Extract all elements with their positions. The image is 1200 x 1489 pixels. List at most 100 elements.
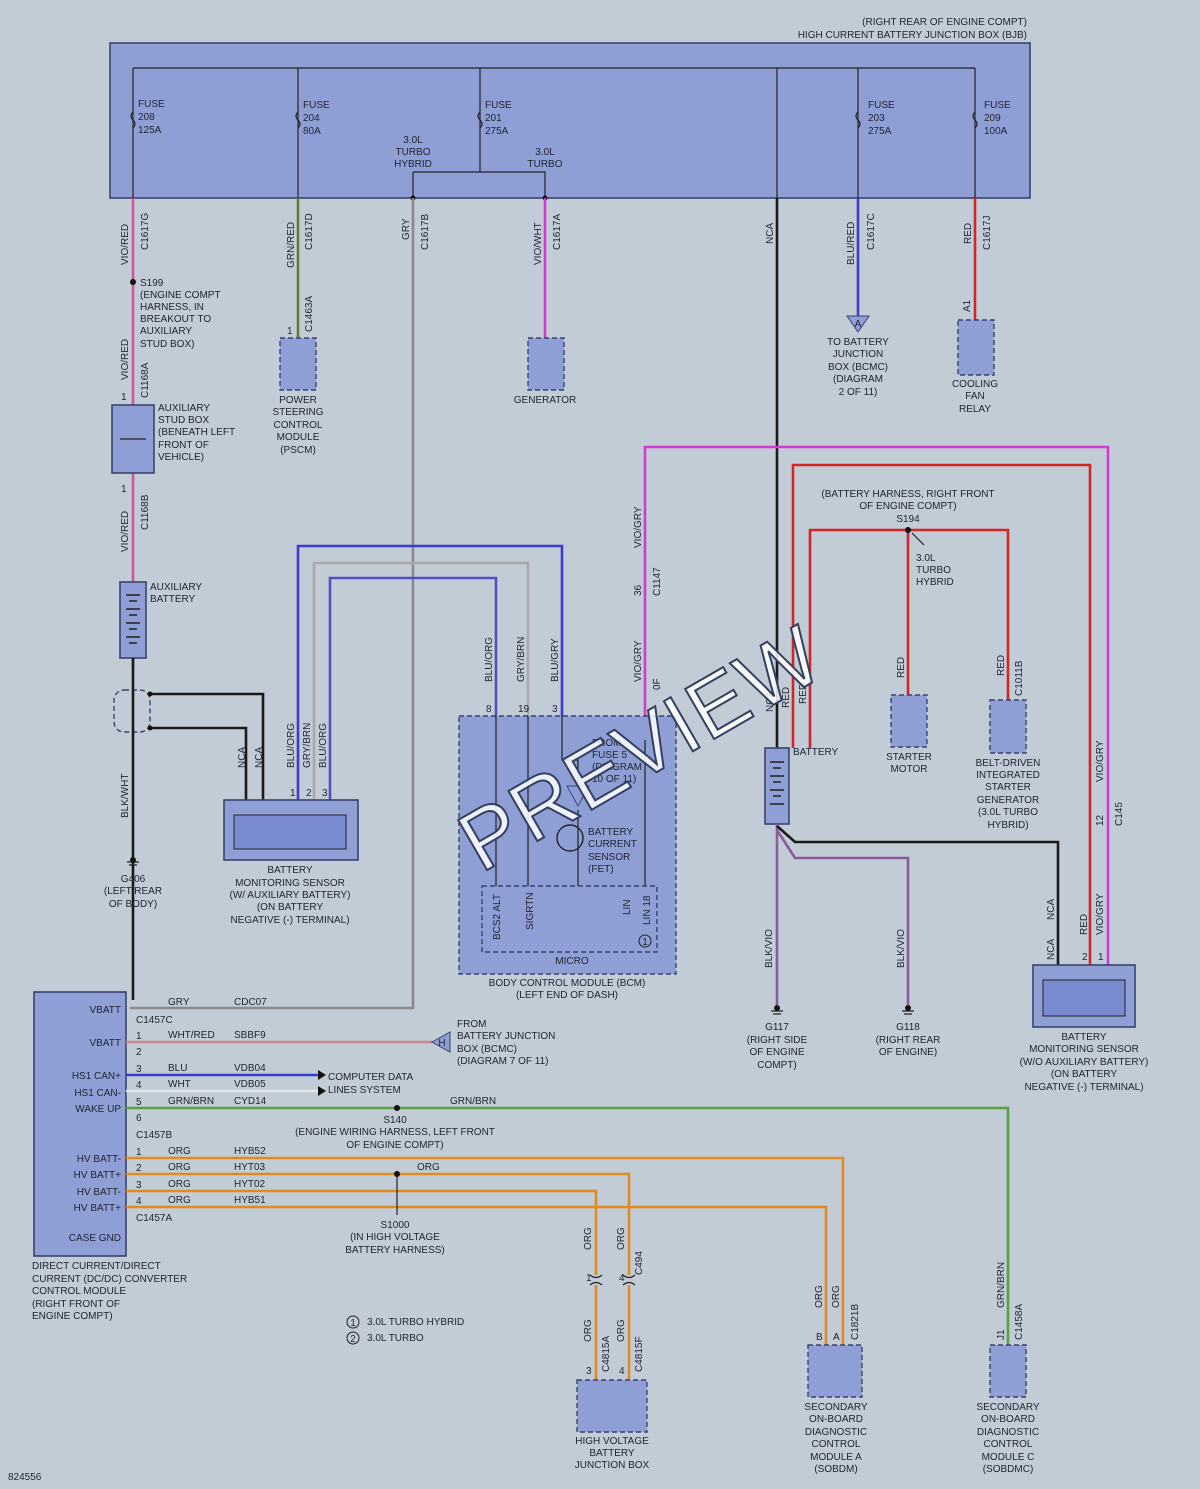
svg-text:ON-BOARD: ON-BOARD xyxy=(981,1414,1035,1425)
svg-text:BATTERY: BATTERY xyxy=(588,827,634,838)
svg-text:COOLING: COOLING xyxy=(952,379,998,390)
conn-c145: C145 xyxy=(1114,802,1125,826)
svg-text:FUSE: FUSE xyxy=(485,100,512,111)
splice-s1000 xyxy=(394,1171,400,1177)
svg-text:204: 204 xyxy=(303,113,320,124)
s194-switch xyxy=(911,532,925,546)
wire-blu-org xyxy=(296,544,564,800)
bms2-inner xyxy=(1042,979,1126,1017)
svg-text:2: 2 xyxy=(306,788,312,799)
svg-text:(W/O AUXILIARY BATTERY): (W/O AUXILIARY BATTERY) xyxy=(1020,1057,1149,1068)
svg-text:CONTROL: CONTROL xyxy=(812,1439,861,1450)
svg-text:ORG: ORG xyxy=(168,1195,191,1206)
svg-text:BATTERY HARNESS): BATTERY HARNESS) xyxy=(345,1245,444,1256)
s140-label: S140(ENGINE WIRING HARNESS, LEFT FRONT O… xyxy=(295,1115,495,1151)
svg-text:2: 2 xyxy=(136,1163,142,1174)
svg-text:(DIAGRAM: (DIAGRAM xyxy=(833,374,883,385)
svg-text:FAN: FAN xyxy=(965,391,984,402)
connector-arrow-h xyxy=(430,1031,451,1053)
svg-text:C1821B: C1821B xyxy=(850,1304,861,1340)
svg-text:RED: RED xyxy=(1079,914,1090,935)
svg-text:DIAGNOSTIC: DIAGNOSTIC xyxy=(977,1427,1039,1438)
svg-text:(ON BATTERY: (ON BATTERY xyxy=(1051,1069,1118,1080)
svg-text:10 OF 11): 10 OF 11) xyxy=(592,774,636,785)
conn: C1463A xyxy=(304,296,315,332)
svg-text:OF ENGINE COMPT): OF ENGINE COMPT) xyxy=(346,1140,443,1151)
svg-text:FRONT OF: FRONT OF xyxy=(158,440,209,451)
svg-text:C1617D: C1617D xyxy=(304,213,315,250)
wire-org-3 xyxy=(126,1189,598,1380)
svg-text:GENERATOR: GENERATOR xyxy=(977,795,1039,806)
svg-text:HYBRID): HYBRID) xyxy=(987,820,1028,831)
svg-text:C1458A: C1458A xyxy=(1014,1304,1025,1340)
svg-text:BLU/ORG: BLU/ORG xyxy=(286,723,297,768)
svg-text:3: 3 xyxy=(136,1064,142,1075)
splice-s199 xyxy=(130,279,136,285)
battery-current-sensor xyxy=(556,824,584,852)
svg-text:NCA: NCA xyxy=(765,691,776,712)
sobdmc-wire-labels: GRN/BRN C1458A J1 xyxy=(996,1262,1025,1340)
svg-text:HYBRID: HYBRID xyxy=(394,159,432,170)
svg-text:HV BATT-: HV BATT- xyxy=(77,1187,121,1198)
svg-text:C1457A: C1457A xyxy=(136,1213,172,1224)
svg-text:NCA: NCA xyxy=(1046,939,1057,960)
svg-text:8: 8 xyxy=(486,704,492,715)
micro-label: MICRO xyxy=(555,956,589,967)
svg-text:(ON BATTERY: (ON BATTERY xyxy=(257,902,324,913)
svg-text:ORG: ORG xyxy=(616,1319,627,1342)
svg-text:SBBF9: SBBF9 xyxy=(234,1030,266,1041)
svg-text:FUSE: FUSE xyxy=(303,100,330,111)
svg-text:STARTER: STARTER xyxy=(985,782,1031,793)
svg-text:(LEFT END OF DASH): (LEFT END OF DASH) xyxy=(516,990,618,1001)
svg-text:19: 19 xyxy=(518,704,530,715)
svg-text:OF ENGINE COMPT): OF ENGINE COMPT) xyxy=(859,501,956,512)
main-battery-label: BATTERY xyxy=(793,747,839,758)
svg-text:MONITORING SENSOR: MONITORING SENSOR xyxy=(1029,1044,1139,1055)
svg-text:HS1 CAN+: HS1 CAN+ xyxy=(72,1071,121,1082)
wire-label: VIO/RED xyxy=(120,511,131,552)
svg-text:COMPUTER DATA: COMPUTER DATA xyxy=(328,1072,414,1083)
svg-text:CYD14: CYD14 xyxy=(234,1096,267,1107)
svg-text:BLU/GRY: BLU/GRY xyxy=(550,638,561,682)
svg-text:3: 3 xyxy=(136,1180,142,1191)
svg-text:NCA: NCA xyxy=(765,223,776,244)
svg-text:GRN/RED: GRN/RED xyxy=(286,222,297,268)
dcdc-pins: VBATT VBATT HS1 CAN+ HS1 CAN- WAKE UP HV… xyxy=(69,1005,122,1244)
svg-text:209: 209 xyxy=(984,113,1001,124)
svg-text:AUXILIARY: AUXILIARY xyxy=(150,582,202,593)
svg-text:3.0L: 3.0L xyxy=(535,147,555,158)
legend-ref-1 xyxy=(638,934,652,948)
svg-text:BATTERY: BATTERY xyxy=(267,865,313,876)
aux-battery-cells xyxy=(126,594,140,644)
micro-pins: BCS2 ALT SIGRTN LIN LIN 18 xyxy=(492,892,653,940)
svg-text:1: 1 xyxy=(136,1031,142,1042)
svg-text:TURBO: TURBO xyxy=(916,565,951,576)
svg-text:WHT: WHT xyxy=(168,1079,191,1090)
pin: 1 xyxy=(121,392,127,403)
bms1-wire-labels: BLU/ORG GRY/BRN BLU/ORG BLU/ORG GRY/BRN … xyxy=(286,637,561,768)
svg-text:(SOBDM): (SOBDM) xyxy=(814,1464,857,1475)
svg-text:OF BODY): OF BODY) xyxy=(109,899,157,910)
svg-text:208: 208 xyxy=(138,112,155,123)
svg-text:LIN: LIN xyxy=(622,899,633,915)
svg-text:TO BATTERY: TO BATTERY xyxy=(827,337,889,348)
starter-motor xyxy=(890,694,928,748)
svg-text:HS1 CAN-: HS1 CAN- xyxy=(74,1088,121,1099)
pin: 1 xyxy=(287,326,293,337)
svg-text:3: 3 xyxy=(552,704,558,715)
conn-c1168b: C1168B xyxy=(140,494,151,530)
wire-org-4 xyxy=(126,1205,828,1345)
